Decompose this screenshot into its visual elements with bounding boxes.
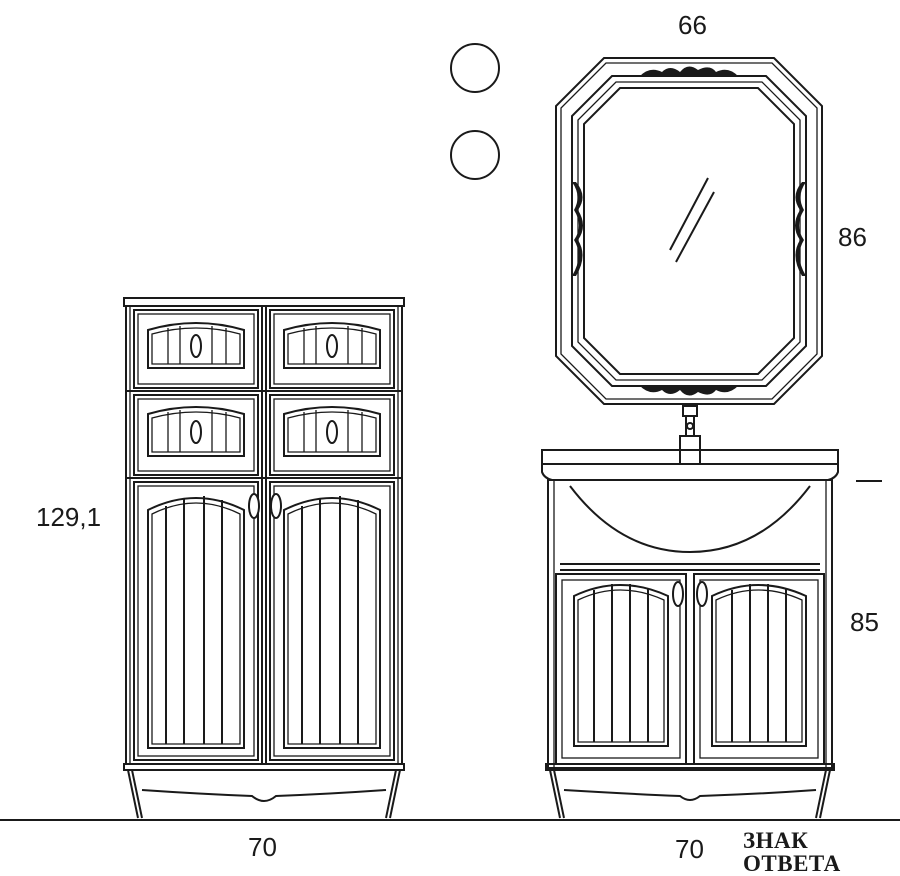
cabinet-door-right[interactable] xyxy=(269,481,395,761)
drawer-left-1[interactable] xyxy=(133,309,259,389)
mirror[interactable] xyxy=(555,57,823,405)
cabinet-door-left[interactable] xyxy=(133,481,260,761)
mirror-height-label: 86 xyxy=(838,222,867,252)
cabinet-top xyxy=(123,297,405,307)
mirror-ornament-left xyxy=(572,182,583,276)
mirror-ornament-right xyxy=(795,182,806,276)
vanity-height-label: 85 xyxy=(850,607,879,637)
vanity-door-left[interactable] xyxy=(555,573,687,765)
vanity-legs xyxy=(549,769,831,819)
watermark: ЗНАК ОТВЕТА xyxy=(743,828,841,876)
cabinet-legs xyxy=(127,769,401,819)
option-swatch-2[interactable] xyxy=(450,130,500,180)
cabinet-height-label: 129,1 xyxy=(36,502,102,532)
faucet[interactable] xyxy=(679,405,701,465)
sink-bowl xyxy=(569,485,811,554)
vanity-width-label: 70 xyxy=(675,834,704,864)
cabinet-width-label: 70 xyxy=(248,832,277,862)
drawer-right-1[interactable] xyxy=(269,309,395,389)
mirror-ornament-top xyxy=(640,66,738,76)
tall-cabinet xyxy=(123,297,405,819)
mirror-width-label: 66 xyxy=(678,10,707,40)
vanity-door-right[interactable] xyxy=(693,573,825,765)
option-swatch-1[interactable] xyxy=(450,43,500,93)
cabinet-body xyxy=(125,305,403,765)
vanity xyxy=(541,405,839,819)
drawer-left-2[interactable] xyxy=(133,394,259,476)
mirror-ornament-bottom xyxy=(640,386,738,396)
drawer-right-2[interactable] xyxy=(269,394,395,476)
